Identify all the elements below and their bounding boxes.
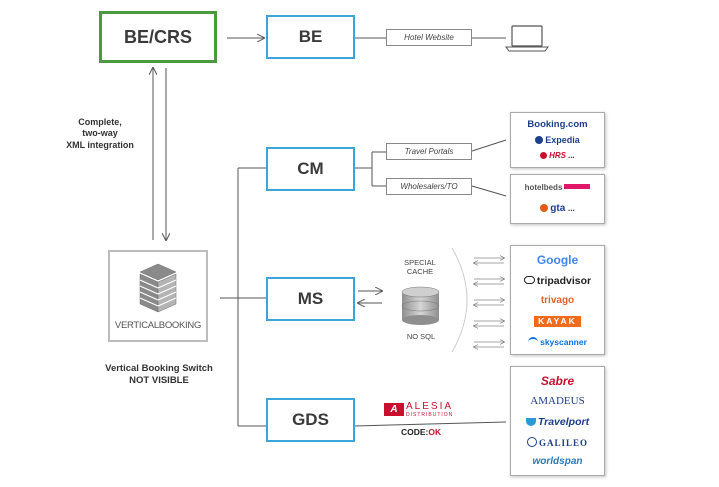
hotelbeds-logo-icon: hotelbeds — [525, 184, 591, 192]
special-cache-label: SPECIAL CACHE — [394, 258, 446, 277]
ms-label: MS — [297, 289, 324, 308]
portals-logo-box: Booking.com Expedia HRS ... — [510, 112, 605, 168]
tripadvisor-logo-text: tripadvisor — [536, 274, 592, 287]
vb-caption-line2: NOT VISIBLE — [129, 374, 189, 386]
vb-caption-line1: Vertical Booking Switch — [105, 363, 213, 374]
gds-label: GDS — [292, 410, 329, 429]
special-cache-line1: SPECIAL — [404, 258, 436, 267]
code-suffix: OK — [428, 427, 442, 437]
galileo-logo-icon: GALILEO — [526, 436, 588, 448]
amadeus-logo-icon: AMADEUS — [530, 395, 585, 408]
gds-box[interactable]: GDS — [266, 398, 355, 442]
expedia-logo-text: Expedia — [545, 135, 580, 146]
be-label: BE — [298, 27, 323, 46]
hrs-logo-text: HRS — [549, 151, 566, 161]
travelport-logo-icon: Travelport — [525, 415, 590, 428]
ms-box[interactable]: MS — [266, 277, 355, 321]
hotel-website-box[interactable]: Hotel Website — [386, 29, 472, 46]
gds-logo-box: Sabre AMADEUS Travelport GALILEO worldsp… — [510, 366, 605, 476]
be-crs-box[interactable]: BE/CRS — [99, 11, 217, 63]
line-gds-to-systems — [354, 421, 507, 427]
gta-logo-icon: gta ... — [540, 203, 575, 214]
travel-portals-label: Travel Portals — [404, 147, 454, 156]
portals-more: ... — [568, 151, 575, 161]
travel-portals-box[interactable]: Travel Portals — [386, 143, 472, 160]
skyscanner-logo-text: skyscanner — [540, 336, 587, 347]
code-prefix: CODE: — [401, 427, 429, 437]
alesia-logo-icon: A ALESIA DISTRIBUTION — [384, 402, 460, 418]
metasearch-logo-box: Google tripadvisor trivago KAYAK skyscan… — [510, 245, 605, 355]
galileo-logo-text: GALILEO — [538, 437, 588, 448]
wholesalers-logo-box: hotelbeds gta ... — [510, 174, 605, 224]
hrs-logo-icon: HRS ... — [540, 152, 575, 160]
skyscanner-logo-icon: skyscanner — [528, 336, 587, 347]
cm-box[interactable]: CM — [266, 147, 355, 191]
wholesalers-label: Wholesalers/TO — [400, 182, 458, 191]
travelport-logo-text: Travelport — [537, 415, 590, 428]
vb-caption: Vertical Booking Switch NOT VISIBLE — [90, 363, 228, 387]
code-ok-label: CODE:OK — [401, 427, 441, 437]
gta-logo-text: gta — [550, 203, 566, 214]
sabre-logo-icon: Sabre — [540, 373, 575, 388]
hotel-website-label: Hotel Website — [404, 33, 454, 42]
alesia-name: ALESIA — [406, 401, 454, 412]
kayak-logo-icon: KAYAK — [534, 316, 581, 327]
wholesalers-box[interactable]: Wholesalers/TO — [386, 178, 472, 195]
vertical-booking-logo-text: VERTICALBOOKING — [114, 320, 202, 331]
worldspan-logo-icon: worldspan — [532, 456, 583, 468]
tripadvisor-logo-icon: tripadvisor — [523, 274, 592, 287]
wholesalers-more: ... — [568, 204, 575, 213]
line-to-portals — [471, 139, 507, 152]
expedia-logo-icon: Expedia — [535, 136, 580, 145]
nosql-label: NO SQL — [406, 332, 436, 341]
google-logo-icon: Google — [536, 252, 579, 267]
be-crs-label: BE/CRS — [123, 26, 192, 47]
alesia-sub: DISTRIBUTION — [406, 412, 454, 418]
special-cache-line2: CACHE — [406, 267, 434, 277]
trivago-logo-icon: trivago — [540, 295, 575, 307]
line-to-wholesalers — [471, 185, 507, 197]
be-box[interactable]: BE — [266, 15, 355, 59]
cm-label: CM — [297, 159, 324, 178]
vertical-booking-logo-icon — [139, 263, 177, 313]
integration-label: Complete, two-way XML integration — [66, 117, 134, 150]
hotelbeds-logo-text: hotelbeds — [524, 183, 563, 192]
booking-com-logo-icon: Booking.com — [527, 118, 588, 130]
vertical-booking-box[interactable]: VERTICALBOOKING — [108, 250, 208, 342]
